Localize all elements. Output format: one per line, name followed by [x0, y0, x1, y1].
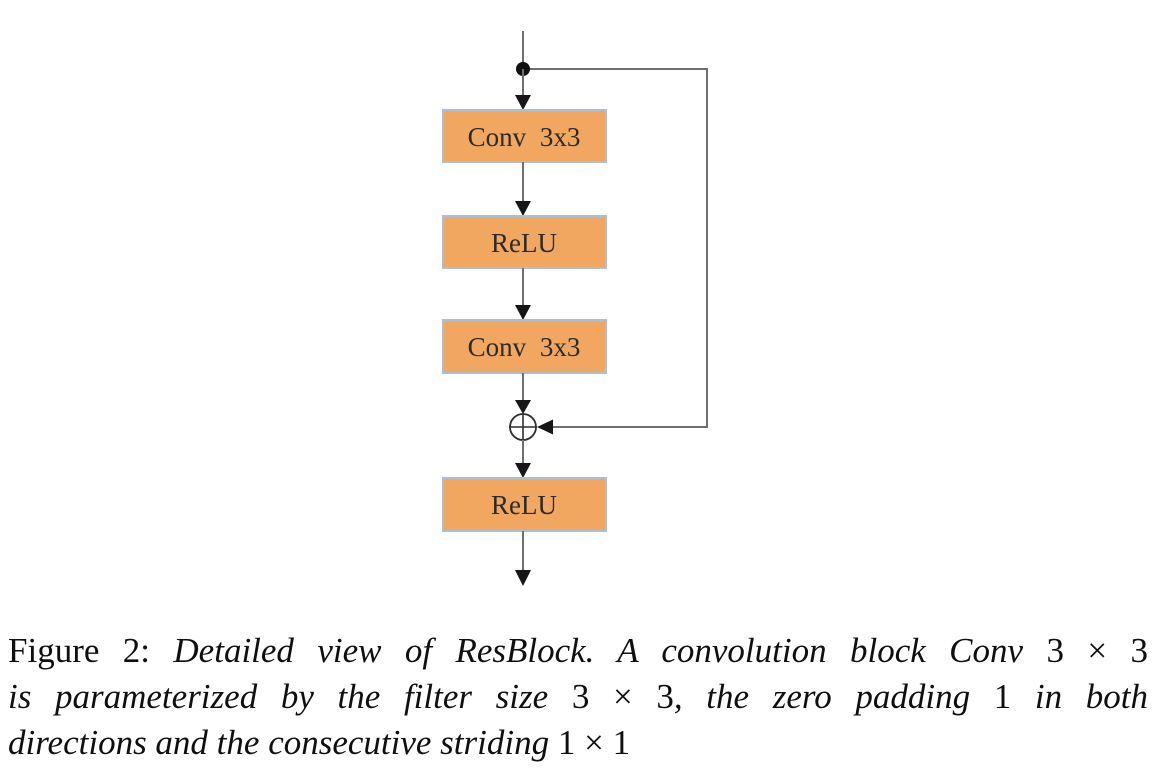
arrowhead-4-icon [515, 400, 531, 414]
relu1-label: ReLU [491, 228, 557, 258]
caption-math-segment: 1 [993, 677, 1012, 716]
caption-text-segment: in both [1011, 677, 1148, 716]
caption-line-2: is parameterized by the filter size 3 × … [8, 674, 1148, 720]
caption-text-segment: Detailed view of ResBlock. A convolution… [173, 631, 1047, 670]
caption-math-segment: 3 × 3 [571, 677, 674, 716]
conv1-box [442, 109, 607, 163]
resblock-diagram: Conv 3x3 ReLU Conv 3x3 ReLU [442, 31, 708, 586]
relu2-box [442, 477, 607, 532]
caption-math-segment: 1 × 1 [557, 723, 631, 762]
caption-text-segment: , the zero padding [673, 677, 994, 716]
skip-connection-line [523, 68, 708, 428]
arrowhead-3-icon [515, 305, 531, 320]
figure-caption: Figure 2: Detailed view of ResBlock. A c… [8, 628, 1148, 766]
skip-arrowhead-icon [537, 419, 553, 435]
conv1-label: Conv 3x3 [468, 122, 581, 152]
caption-math-segment: 3 × 3 [1046, 631, 1148, 670]
conv2-label: Conv 3x3 [468, 332, 581, 362]
caption-figure-label: Figure 2: [8, 631, 174, 670]
arrowhead-2-icon [515, 201, 531, 216]
relu1-box [442, 215, 607, 269]
arrowhead-5-icon [515, 463, 531, 478]
output-arrowhead-icon [515, 570, 531, 586]
caption-text-segment: is parameterized by the filter size [8, 677, 572, 716]
caption-line-1: Figure 2: Detailed view of ResBlock. A c… [8, 628, 1148, 674]
arrowhead-1-icon [515, 95, 531, 110]
conv2-box [442, 319, 607, 374]
relu2-label: ReLU [491, 490, 557, 520]
caption-text-segment: directions and the consecutive striding [8, 723, 558, 762]
caption-line-3: directions and the consecutive striding … [8, 720, 1148, 766]
